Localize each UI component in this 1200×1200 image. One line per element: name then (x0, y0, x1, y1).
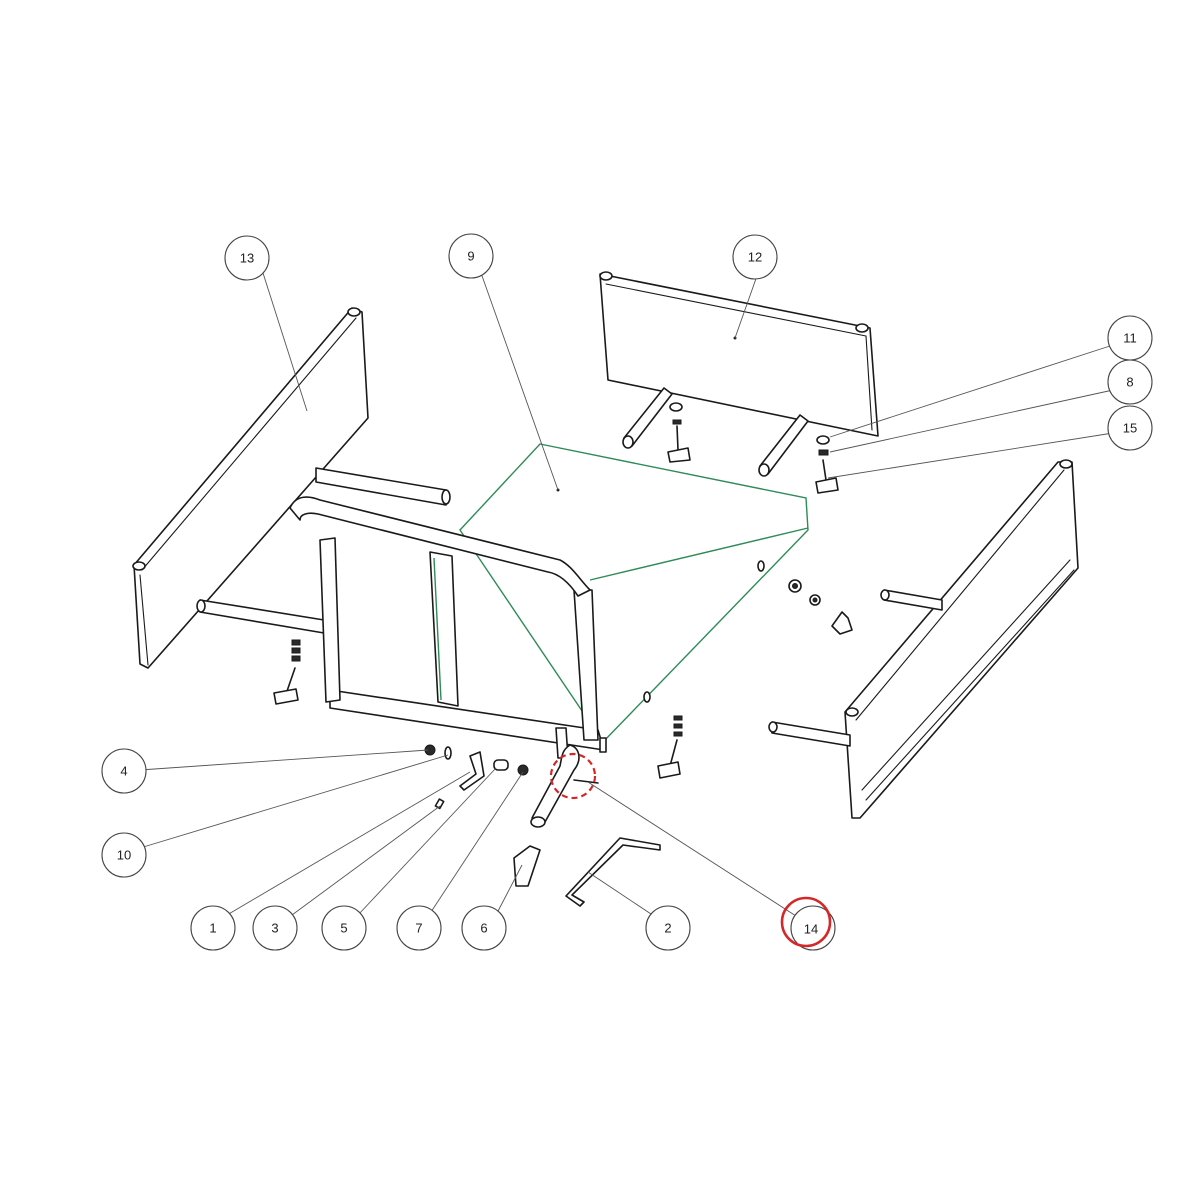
left-rear-rod (315, 467, 451, 506)
callout-label: 3 (271, 921, 278, 936)
callout-5: 5 (321, 905, 367, 951)
left-side-panel (132, 307, 369, 669)
right-side-rods (768, 589, 943, 747)
rear-tbolt-right-parts-8-11-15 (815, 435, 839, 494)
callout-label: 6 (480, 921, 487, 936)
base-panel-main (459, 443, 809, 744)
callout-label: 7 (415, 921, 422, 936)
front-right-tbolt (657, 715, 683, 779)
front-frame (289, 496, 765, 759)
callout-label: 1 (209, 921, 216, 936)
left-front-rod (196, 599, 325, 634)
callout-label: 5 (340, 921, 347, 936)
callout-7: 7 (396, 905, 442, 951)
callout-10: 10 (101, 832, 147, 878)
rear-tbolt-left (667, 402, 691, 463)
right-side-panel (844, 459, 1079, 819)
callout-12: 12 (732, 234, 778, 280)
callout-14: 14 (780, 896, 836, 951)
callout-label: 11 (1123, 331, 1137, 346)
callout-label: 2 (664, 921, 671, 936)
callout-label: 4 (120, 764, 127, 779)
callout-9: 9 (448, 233, 494, 279)
callout-label: 9 (467, 249, 474, 264)
callout-14-highlight-ring (780, 896, 832, 948)
callout-label: 10 (117, 848, 131, 863)
part-14-highlight-ring (549, 752, 597, 800)
callout-2: 2 (645, 905, 691, 951)
right-hardware (788, 579, 853, 635)
rear-panel (599, 271, 879, 437)
callout-6: 6 (461, 905, 507, 951)
left-tbolt-assembly (273, 639, 301, 705)
callout-4: 4 (101, 748, 147, 794)
leader-lines (139, 272, 1114, 919)
callout-1: 1 (190, 905, 236, 951)
callout-label: 15 (1123, 421, 1137, 436)
small-hardware (424, 744, 599, 887)
allen-key-part-2 (565, 837, 661, 907)
callout-label: 13 (240, 251, 254, 266)
callout-13: 13 (224, 235, 270, 281)
callout-11: 11 (1107, 315, 1153, 361)
callout-8: 8 (1107, 359, 1153, 405)
callout-label: 14 (804, 922, 818, 937)
callout-15: 15 (1107, 405, 1153, 451)
rear-panel-rods (622, 387, 809, 477)
callout-label: 8 (1126, 375, 1133, 390)
callout-label: 12 (748, 250, 762, 265)
callout-3: 3 (252, 905, 298, 951)
